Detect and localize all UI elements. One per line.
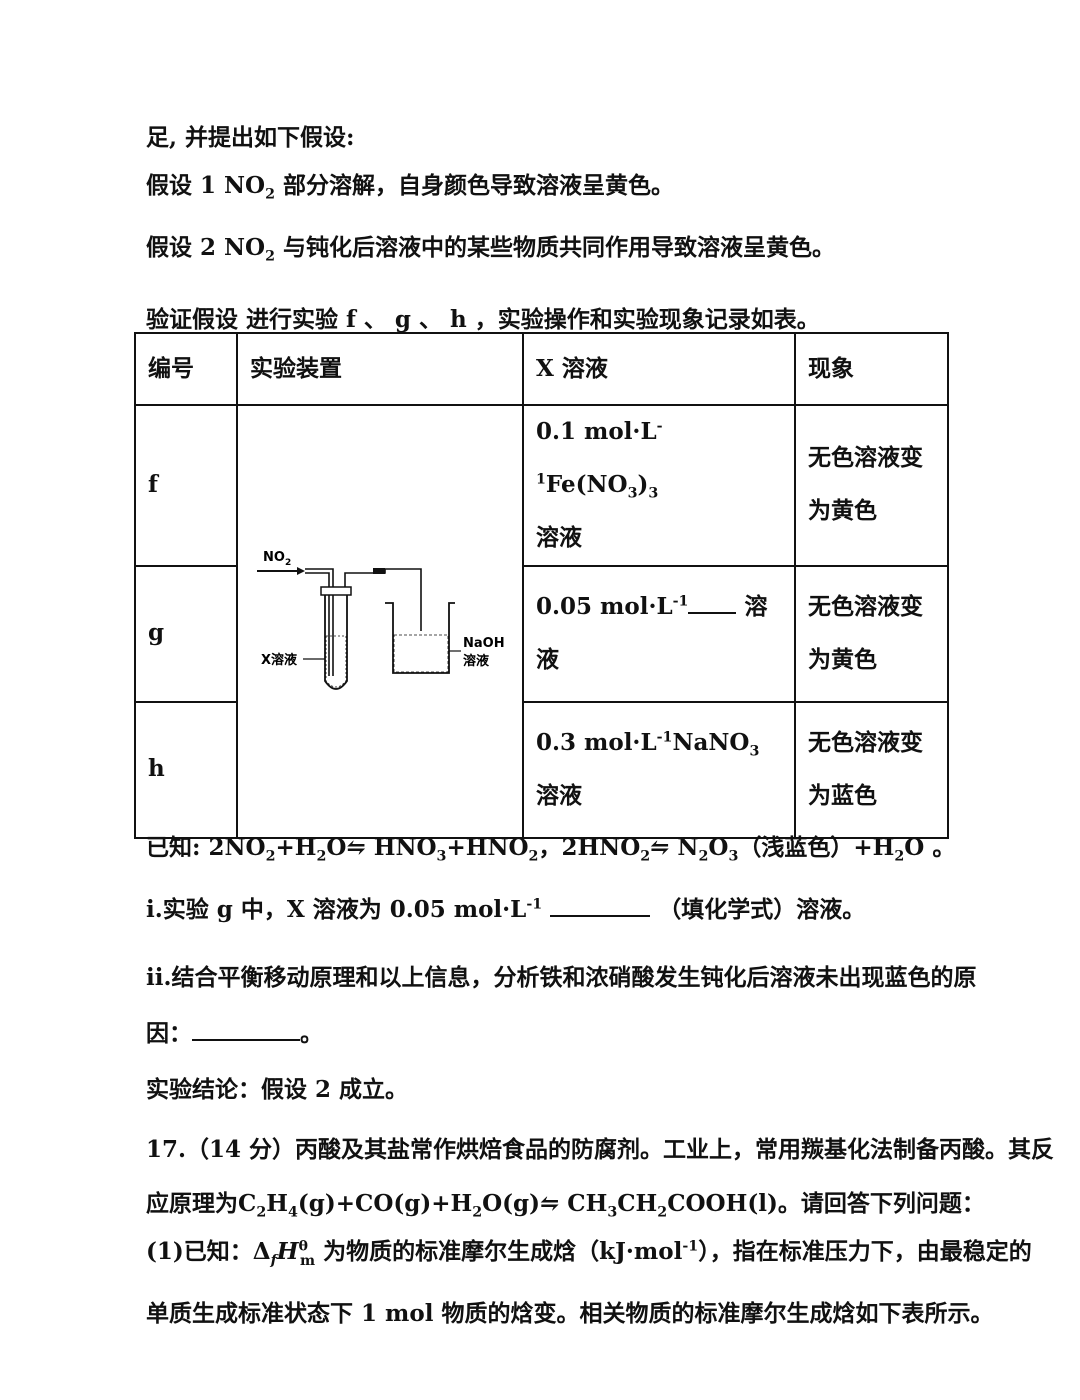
- experiment-table: 编号 实验装置 X 溶液 现象 f NO2 X溶液 NaOH: [134, 332, 949, 839]
- hypothesis-1: 假设 1 NO2 部分溶解，自身颜色导致溶液呈黄色。: [146, 166, 675, 203]
- verify-line: 验证假设 进行实验 f 、 g 、 h ，实验操作和实验现象记录如表。: [146, 306, 820, 333]
- table-row: h 0.3 mol·L-1NaNO3 溶液 无色溶液变为蓝色: [134, 700, 949, 839]
- h1-formula: NO: [224, 172, 266, 199]
- beaker: [385, 602, 455, 675]
- q17-line-3: (1)已知：ΔfHθm 为物质的标准摩尔生成焓（kJ·mol-1），指在标准压力…: [146, 1238, 1032, 1269]
- blank-q-ii[interactable]: [192, 1035, 300, 1041]
- question-i: i.实验 g 中，X 溶液为 0.05 mol·L-1 （填化学式）溶液。: [146, 896, 866, 923]
- inlet-tube: [305, 568, 334, 677]
- header-phenomenon: 现象: [794, 332, 949, 406]
- blank-g-table: [688, 608, 737, 614]
- stopper: [320, 586, 352, 597]
- gas-label: NO2: [263, 550, 291, 568]
- text-line-1: 足, 并提出如下假设:: [146, 124, 355, 151]
- arrow-head-icon: [297, 567, 305, 576]
- apparatus-cell: NO2 X溶液 NaOH 溶液: [236, 404, 524, 839]
- q17-line-4: 单质生成标准状态下 1 mol 物质的焓变。相关物质的标准摩尔生成焓如下表所示。: [146, 1300, 994, 1327]
- hypothesis-2: 假设 2 NO2 与钝化后溶液中的某些物质共同作用导致溶液呈黄色。: [146, 228, 836, 265]
- outlet-tube: [344, 568, 422, 632]
- row-id: f: [134, 404, 238, 567]
- header-apparatus: 实验装置: [236, 332, 524, 406]
- x-solution-g: 0.05 mol·L-1 溶液: [522, 564, 796, 703]
- question-ii-line-1: ii.结合平衡移动原理和以上信息，分析铁和浓硝酸发生钝化后溶液未出现蓝色的原: [146, 964, 977, 991]
- header-x-solution: X 溶液: [522, 332, 796, 406]
- phenomenon-h: 无色溶液变为蓝色: [794, 700, 949, 839]
- naoh-liquid: [393, 634, 449, 673]
- h1-prefix: 假设 1: [146, 172, 225, 199]
- x-solution-h: 0.3 mol·L-1NaNO3 溶液: [522, 700, 796, 839]
- table-row: g 0.05 mol·L-1 溶液 无色溶液变为黄色: [134, 564, 949, 703]
- apparatus-diagram: NO2 X溶液 NaOH 溶液: [257, 550, 505, 691]
- q17-line-2: 应原理为C2H4(g)+CO(g)+H2O(g)⇋ CH3CH2COOH(l)。…: [146, 1190, 985, 1221]
- q17-line-1: 17.（14 分）丙酸及其盐常作烘焙食品的防腐剂。工业上，常用羰基化法制备丙酸。…: [146, 1136, 1055, 1163]
- h2-formula: NO: [224, 234, 266, 261]
- phenomenon-g: 无色溶液变为黄色: [794, 564, 949, 703]
- known-equations: 已知: 2NO2+H2O⇋ HNO3+HNO2，2HNO2⇋ N2O3（浅蓝色）…: [146, 834, 956, 865]
- naoh-label-1: NaOH: [463, 636, 505, 651]
- row-id: h: [134, 700, 238, 839]
- table-row: f NO2 X溶液 NaOH 溶液 0.1 mol: [134, 404, 949, 839]
- h2-prefix: 假设 2: [146, 234, 225, 261]
- table-header-row: 编号 实验装置 X 溶液 现象: [134, 332, 949, 406]
- x-solution-f: 0.1 mol·L-1Fe(NO3)3 溶液: [522, 404, 796, 567]
- header-id: 编号: [134, 332, 238, 406]
- h1-text: 部分溶解，自身颜色导致溶液呈黄色。: [275, 172, 675, 199]
- h2-sub: 2: [265, 248, 276, 265]
- x-solution-label: X溶液: [261, 652, 297, 668]
- test-tube: [324, 595, 348, 691]
- phenomenon-f: 无色溶液变为黄色: [794, 404, 949, 567]
- x-solution-liquid: [325, 635, 347, 688]
- rubber-connector: [373, 568, 385, 575]
- naoh-label-2: 溶液: [463, 653, 489, 669]
- question-ii-line-2: 因：。: [146, 1020, 323, 1047]
- row-id: g: [134, 564, 238, 703]
- h1-sub: 2: [265, 186, 276, 203]
- h2-text: 与钝化后溶液中的某些物质共同作用导致溶液呈黄色。: [275, 234, 836, 261]
- conclusion: 实验结论：假设 2 成立。: [146, 1076, 409, 1103]
- blank-q-i[interactable]: [550, 911, 651, 917]
